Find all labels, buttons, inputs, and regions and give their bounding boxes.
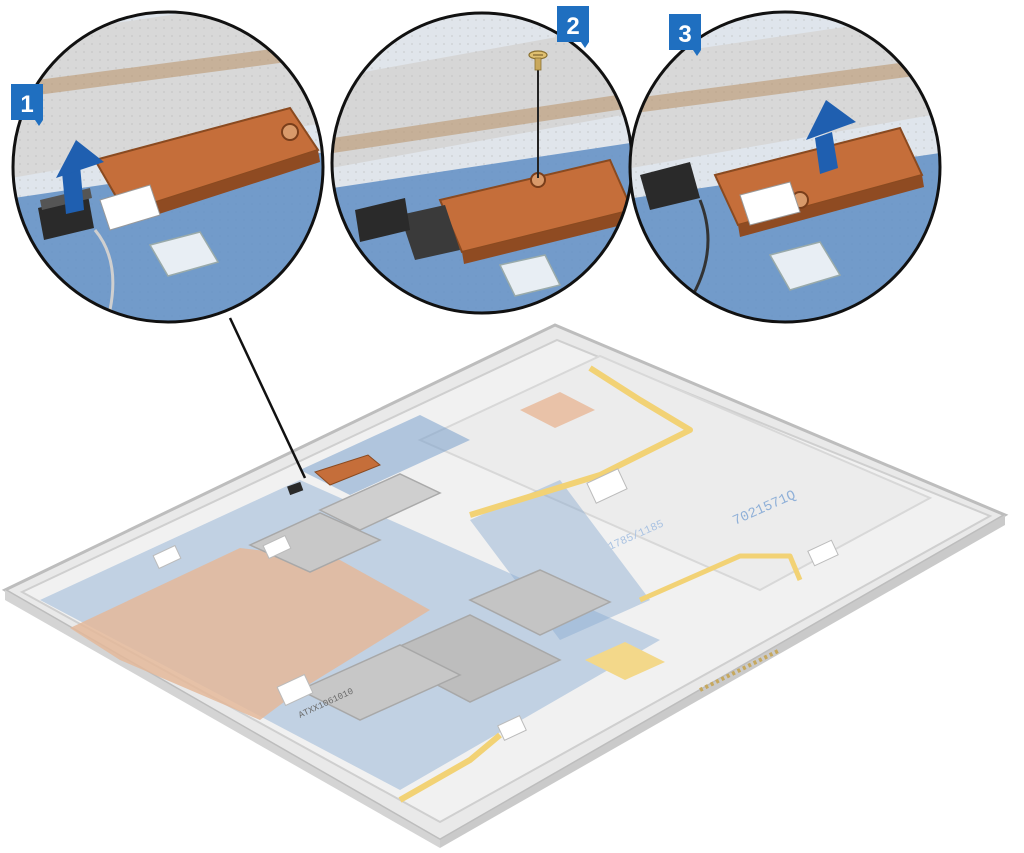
step-badge-2: 2 [557, 6, 589, 48]
flex-cable-yellow-3 [398, 732, 502, 803]
screw-icon [528, 50, 548, 178]
step-number-3: 3 [678, 21, 691, 48]
barcode-label [262, 534, 292, 560]
tablet-chassis: 7021571Q 1785/1185 ATXX1061010 [1, 323, 1009, 848]
detail-circle-3 [628, 10, 942, 324]
arrow-up-icon [56, 140, 104, 214]
detail-circle-1 [11, 10, 325, 324]
detail-circle-2 [330, 11, 634, 315]
barcode-label [807, 539, 839, 567]
target-copper-cover [314, 454, 381, 486]
callout-line [228, 317, 307, 479]
metal-shield-1 [378, 614, 562, 703]
barcode-label [152, 544, 182, 570]
copper-tab-battery [520, 392, 595, 428]
metal-shield-4 [318, 473, 442, 531]
pogo-pin-connector [699, 648, 781, 692]
metal-shield-5 [298, 644, 462, 721]
barcode-label [276, 673, 314, 707]
barcode-label [497, 715, 527, 741]
step-badge-3: 3 [669, 14, 701, 56]
flex-cable-yellow-pad [585, 642, 665, 680]
target-connector [287, 481, 304, 496]
arrow-up-icon [806, 100, 856, 174]
copper-shield-large [70, 548, 430, 720]
metal-shield-2 [468, 569, 612, 636]
flex-cable-yellow-1 [469, 365, 693, 518]
barcode-label [586, 468, 628, 504]
step-number-2: 2 [566, 13, 579, 40]
metal-shield-3 [248, 512, 382, 573]
flex-cable-yellow-2 [638, 553, 803, 603]
step-number-1: 1 [20, 91, 33, 118]
step-badge-1: 1 [11, 84, 43, 126]
